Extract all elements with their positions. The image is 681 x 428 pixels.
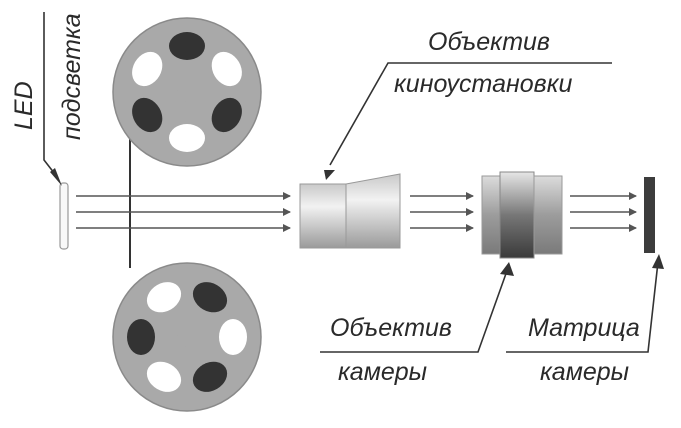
sensor-leader-arrowhead: [652, 254, 664, 269]
reel-hole: [219, 319, 247, 355]
reel-hole: [132, 97, 163, 133]
camera-lens: [481, 171, 563, 259]
reel-hole: [146, 361, 182, 392]
bottom-film-reel: [112, 262, 262, 412]
light-rays-1: [76, 192, 291, 232]
backlight-label: подсветка: [58, 13, 86, 140]
light-rays-3: [570, 192, 637, 232]
sensor-label-line2: камеры: [540, 358, 630, 386]
camera-lens-leader-arrowhead: [500, 262, 514, 276]
camera-lens-label-line2: камеры: [338, 358, 428, 386]
reel-hole: [146, 282, 182, 313]
reel-hub: [177, 82, 197, 102]
reel-hole: [169, 124, 205, 152]
led-leader-line: [43, 12, 59, 179]
reel-hole: [169, 32, 205, 60]
led-leader-arrowhead: [50, 168, 62, 186]
sensor-label-line1: Матрица: [528, 314, 640, 342]
reel-hole: [192, 282, 228, 313]
camera-sensor: [644, 177, 655, 253]
reel-hole: [211, 51, 242, 87]
projector-lens-label-line2: киноустановки: [394, 70, 573, 98]
led-label: LED: [10, 81, 38, 130]
top-film-reel: [112, 17, 262, 167]
sensor-leader-line: [506, 261, 659, 353]
reel-hole: [132, 51, 163, 87]
reel-hole: [192, 361, 228, 392]
projector-lens-leader-line: [329, 62, 612, 166]
reel-hole: [211, 97, 242, 133]
reel-hole: [127, 319, 155, 355]
projector-lens-leader-arrowhead: [324, 170, 335, 180]
reel-hub: [177, 327, 197, 347]
led-backlight: [59, 182, 69, 250]
light-rays-2: [410, 192, 474, 232]
projector-lens-label-line1: Объектив: [428, 28, 550, 56]
camera-lens-leader-line: [320, 267, 509, 353]
projector-lens: [299, 173, 401, 249]
camera-lens-label-line1: Объектив: [330, 314, 452, 342]
